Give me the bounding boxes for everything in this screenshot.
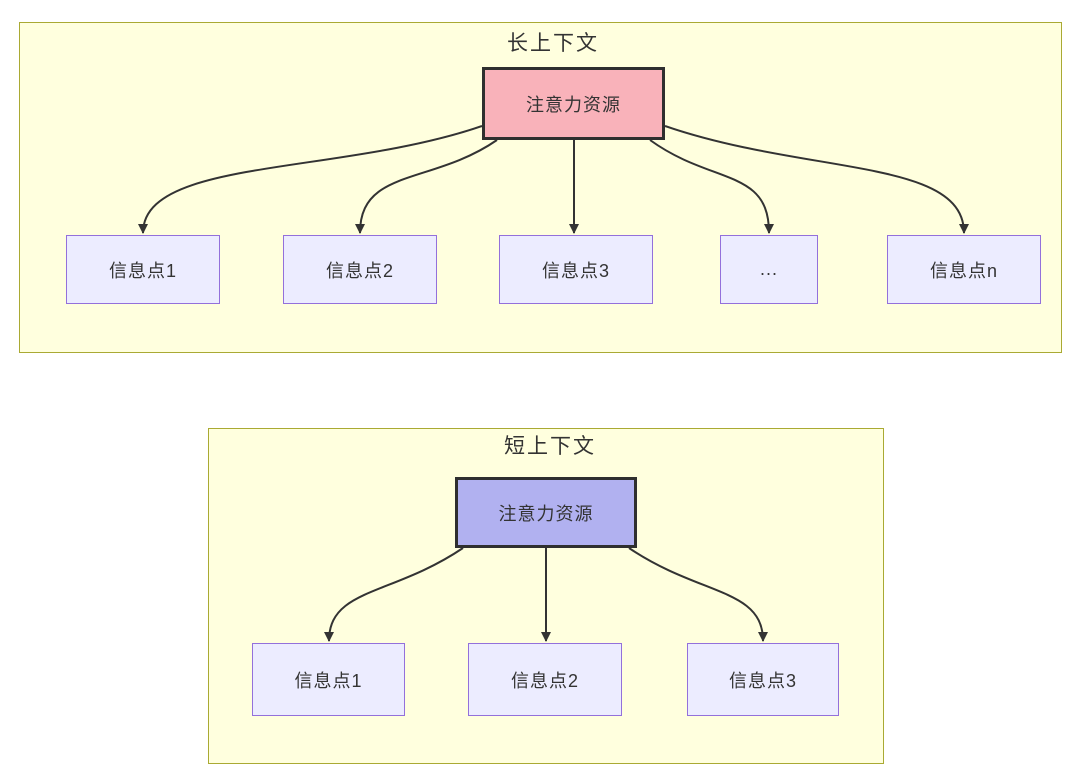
node-info-point-2-long: 信息点2 [283,235,437,304]
node-info-point-2-short: 信息点2 [468,643,622,716]
node-info-point-1-short: 信息点1 [252,643,405,716]
cluster-long-context-title: 长上下文 [507,32,599,55]
cluster-short-context-title: 短上下文 [504,435,596,458]
node-info-point-ellipsis-long: ... [720,235,818,304]
node-info-point-3-long: 信息点3 [499,235,653,304]
node-info-point-1-long: 信息点1 [66,235,220,304]
node-attention-resource-short: 注意力资源 [455,477,637,548]
node-info-point-3-short: 信息点3 [687,643,839,716]
node-attention-resource-long: 注意力资源 [482,67,665,140]
node-info-point-n-long: 信息点n [887,235,1041,304]
